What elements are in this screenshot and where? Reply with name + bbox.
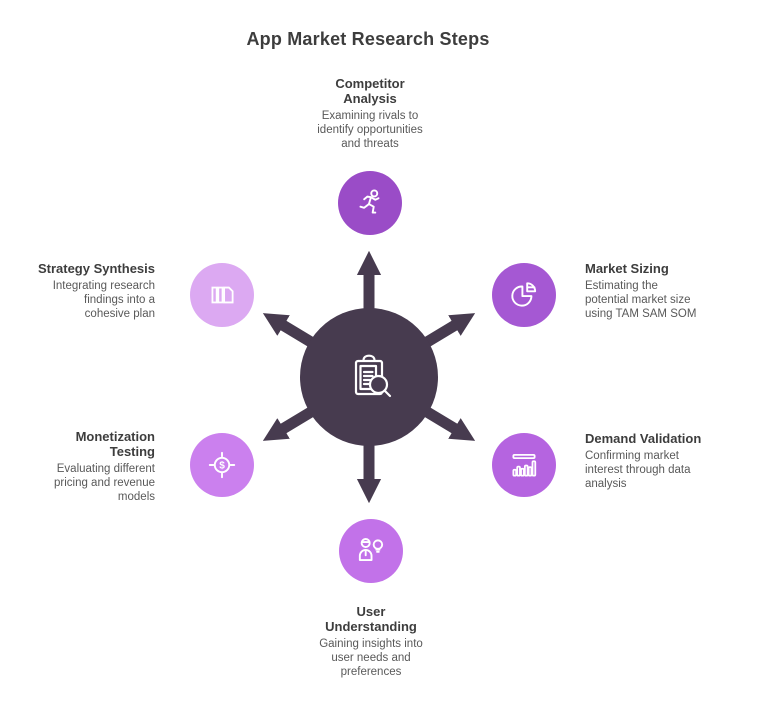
step-title-line: Competitor: [335, 76, 405, 91]
step-desc-line: pricing and revenue: [53, 477, 155, 489]
step-desc-line: analysis: [585, 478, 627, 490]
step-desc-line: preferences: [340, 666, 402, 678]
step-label-monetization-testing: Monetization Testing Evaluating differen…: [10, 429, 155, 504]
step-desc-line: Integrating research: [52, 280, 155, 292]
dollar-target-icon: $: [208, 451, 236, 479]
clipboard-search-icon: [340, 348, 398, 406]
step-desc-line: findings into a: [84, 294, 155, 306]
step-desc-line: user needs and: [331, 652, 411, 664]
step-desc-line: Estimating the: [585, 280, 658, 292]
person-lightbulb-icon: [358, 538, 384, 561]
step-desc-line: cohesive plan: [84, 308, 155, 320]
step-desc-line: Evaluating different: [56, 463, 155, 475]
step-label-market-sizing: Market Sizing Estimating the potential m…: [585, 261, 730, 321]
step-desc-line: potential market size: [585, 294, 691, 306]
step-title-line: Analysis: [343, 91, 397, 106]
node-monetization-testing: $: [190, 433, 254, 497]
step-title-line: Market Sizing: [585, 261, 669, 276]
step-label-strategy-synthesis: Strategy Synthesis Integrating research …: [10, 261, 155, 321]
step-title-line: Testing: [109, 444, 155, 459]
step-desc-line: Gaining insights into: [319, 638, 423, 650]
step-desc-line: and threats: [341, 138, 399, 150]
page-title: App Market Research Steps: [246, 29, 490, 49]
step-desc-line: models: [117, 491, 155, 503]
node-market-sizing: [492, 263, 556, 327]
step-desc-line: interest through data: [585, 464, 691, 476]
step-title-line: User: [356, 604, 386, 619]
step-desc-line: identify opportunities: [317, 124, 423, 136]
step-desc-line: Examining rivals to: [321, 110, 419, 122]
step-desc-line: using TAM SAM SOM: [585, 308, 697, 320]
step-title-line: Demand Validation: [585, 431, 702, 446]
node-competitor-analysis: [338, 171, 402, 235]
step-title-line: Monetization: [75, 429, 155, 444]
step-label-user-understanding: User Understanding Gaining insights into…: [281, 604, 461, 679]
runner-icon: [359, 189, 380, 214]
step-title-line: Understanding: [325, 619, 417, 634]
bar-chart-icon: [512, 454, 537, 477]
step-label-competitor-analysis: Competitor Analysis Examining rivals to …: [280, 76, 460, 151]
step-label-demand-validation: Demand Validation Confirming market inte…: [585, 431, 730, 491]
pie-chart-icon: [511, 282, 537, 307]
step-desc-line: Confirming market: [585, 450, 679, 462]
node-user-understanding: [339, 519, 403, 583]
books-icon: [211, 286, 234, 304]
node-strategy-synthesis: [190, 263, 254, 327]
node-demand-validation: [492, 433, 556, 497]
step-title-line: Strategy Synthesis: [37, 261, 155, 276]
svg-text:$: $: [219, 461, 225, 472]
